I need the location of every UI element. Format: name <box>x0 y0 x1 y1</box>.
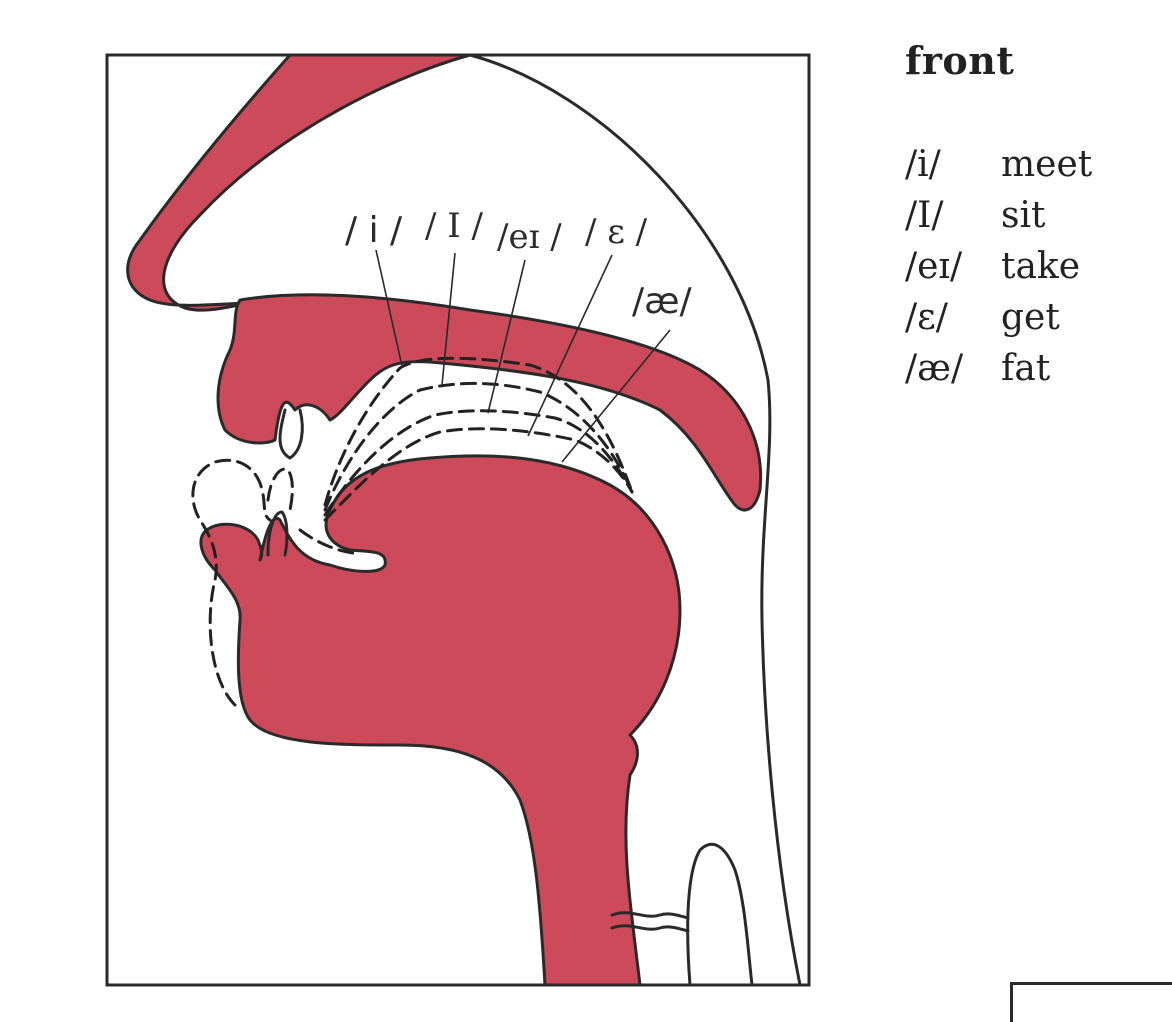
head-back-outline <box>468 53 802 987</box>
legend-row: /æ/ fat <box>905 343 1092 394</box>
tongue-outline-i <box>323 356 634 507</box>
legend-example-word: meet <box>1001 144 1093 185</box>
tongue-outline-jaw <box>298 528 362 556</box>
dashed-upper-tooth <box>266 467 294 512</box>
legend-row: /ε/ get <box>905 292 1092 343</box>
legend-row: /I/ sit <box>905 190 1092 241</box>
leader-I <box>441 252 456 386</box>
vowel-label-ei: /eɪ / <box>497 217 562 257</box>
legend-example-word: fat <box>1001 348 1051 389</box>
legend-example-word: get <box>1001 297 1060 338</box>
leader-epsilon <box>527 254 613 437</box>
vowel-legend: front /i/ meet /I/ sit /eɪ/ take /ε/ get… <box>905 38 1092 394</box>
legend-example-word: take <box>1001 246 1081 287</box>
mouth-cross-section-diagram: / i / / I / /eɪ / / ε / /æ/ <box>105 53 811 987</box>
next-panel-frame-corner <box>1010 982 1172 1022</box>
legend-symbol: /eɪ/ <box>905 246 963 287</box>
vowel-label-epsilon: / ε / <box>585 212 648 252</box>
vowel-diagram-stage: / i / / I / /eɪ / / ε / /æ/ <box>105 53 811 987</box>
legend-row: /i/ meet <box>905 139 1092 190</box>
legend-symbol: /i/ <box>905 144 941 185</box>
legend-symbol: /ε/ <box>905 297 948 338</box>
vocal-folds-bottom <box>610 924 690 933</box>
upper-tooth <box>278 408 304 460</box>
leader-i <box>375 249 403 367</box>
legend-row: /eɪ/ take <box>905 241 1092 292</box>
leader-ei <box>487 259 526 414</box>
epiglottis <box>686 842 754 987</box>
tongue-and-jaw <box>199 454 682 987</box>
vocal-folds-top <box>610 911 690 920</box>
palate-and-upper-lip <box>216 293 763 512</box>
legend-example-word: sit <box>1001 195 1046 236</box>
tongue-outline-ei <box>323 409 634 517</box>
legend-symbol: /I/ <box>905 195 944 236</box>
leader-ae <box>561 329 671 463</box>
legend-symbol: /æ/ <box>905 348 964 389</box>
dashed-lip-position <box>191 458 272 707</box>
tongue-outline-I <box>323 381 634 512</box>
tongue-outline-epsilon <box>323 427 634 522</box>
lower-tooth <box>266 510 289 557</box>
vowel-label-ae: /æ/ <box>632 281 692 322</box>
legend-title: front <box>905 38 1015 83</box>
vowel-label-I: / I / <box>425 206 484 246</box>
vowel-label-i: / i / <box>345 210 403 251</box>
